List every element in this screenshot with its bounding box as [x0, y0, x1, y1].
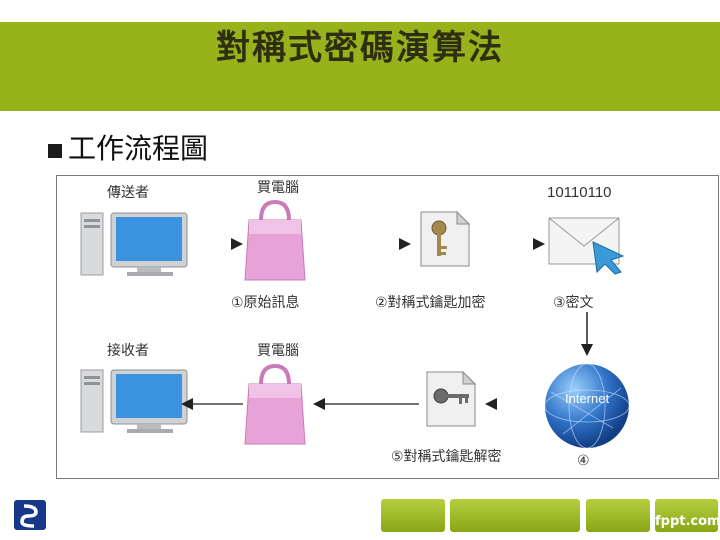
arrow-right-icon: [533, 238, 545, 250]
arrow-left-icon: [181, 398, 243, 410]
envelope-icon: [548, 217, 625, 275]
arrow-right-icon: [231, 238, 243, 250]
internet-label: Internet: [565, 391, 610, 406]
arrow-left-icon: [313, 398, 419, 410]
step-4-label: ④: [577, 453, 590, 469]
receiver-label: 接收者: [107, 343, 149, 359]
step-5-label: ⑤對稱式鑰匙解密: [391, 449, 502, 465]
step-3-label: ③密文: [553, 295, 594, 311]
footer-brand: fppt.com: [655, 514, 720, 529]
sender-label: 傳送者: [107, 185, 149, 201]
sender-computer-icon: [80, 212, 188, 276]
arrow-right-icon: [399, 238, 411, 250]
arrow-down-icon: [581, 312, 593, 356]
receiver-computer-icon: [80, 369, 188, 433]
shop-label-top: 買電腦: [257, 180, 299, 196]
binary-label: 10110110: [547, 184, 612, 201]
bullet-square-icon: [48, 144, 62, 158]
key-document-icon: [426, 370, 477, 427]
footer-tab: [381, 499, 445, 532]
shopping-bag-icon: [244, 363, 306, 445]
shop-label-bottom: 買電腦: [257, 343, 299, 359]
footer-logo-icon: [14, 500, 46, 530]
slide-title: 對稱式密碼演算法: [216, 28, 504, 68]
footer-tab: [450, 499, 580, 532]
title-bar: [0, 22, 720, 111]
workflow-diagram: 傳送者 買電腦 10110110: [56, 175, 719, 479]
slide-subtitle: 工作流程圖: [68, 132, 209, 165]
key-document-icon: [420, 210, 471, 267]
internet-globe-icon: [544, 363, 630, 449]
step-2-label: ②對稱式鑰匙加密: [375, 295, 486, 311]
footer-tab: [586, 499, 650, 532]
shopping-bag-icon: [244, 199, 306, 281]
step-1-label: ①原始訊息: [231, 295, 300, 311]
arrow-left-icon: [485, 398, 497, 410]
footer-tab: [655, 499, 718, 532]
